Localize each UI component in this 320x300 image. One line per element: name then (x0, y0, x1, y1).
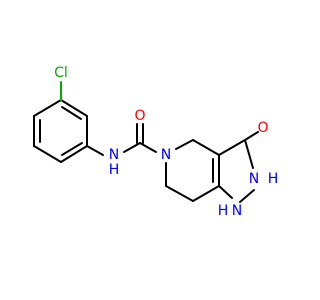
pyrazole-n1-h-atom: H (218, 203, 229, 219)
bond-c4-c5 (60, 145, 88, 163)
hydroxy-o-atom: O (257, 120, 268, 136)
pyrazole-ring (218, 139, 255, 203)
carbonyl-o-atom: O (134, 108, 145, 124)
bond-c6-c1 (60, 99, 88, 117)
pyrazole-n2-h-atom: H (268, 171, 279, 187)
chlorophenyl-ring (33, 99, 88, 163)
amide-n-atom: N (109, 147, 119, 163)
bond-phenyl-nh (86, 145, 104, 156)
ring-n-atom: N (161, 147, 171, 163)
bond-nh-carbonyl (123, 142, 141, 153)
bond-c3-n2 (244, 139, 254, 169)
bond-n1-c7a (218, 185, 233, 199)
bond-ch2-ch2 (165, 185, 194, 202)
bond-c3a-c3 (218, 139, 246, 156)
chlorine-atom: Cl (54, 65, 68, 81)
bond-c3-oh (244, 131, 259, 141)
bond-c3-c4 (33, 145, 62, 163)
bond-c7a-ch2 (192, 185, 220, 202)
piperidine-ring (165, 139, 220, 202)
bond-c6-c1-inner (61, 106, 82, 120)
bond-c4-c5-inner (61, 142, 83, 156)
bond-carbonyl-ringn (139, 142, 157, 153)
bond-n-ch2-top (175, 139, 194, 150)
pyrazole-n2-atom: N (249, 171, 259, 187)
bond-ch2-c3a (192, 139, 220, 156)
chemical-structure-diagram: Cl N H O N O N H N H (33, 65, 279, 219)
pyrazole-n1-atom: N (232, 203, 242, 219)
bond-c1-c2 (33, 99, 62, 117)
bond-n2-n1 (239, 189, 255, 203)
amide-h-atom: H (109, 162, 120, 178)
